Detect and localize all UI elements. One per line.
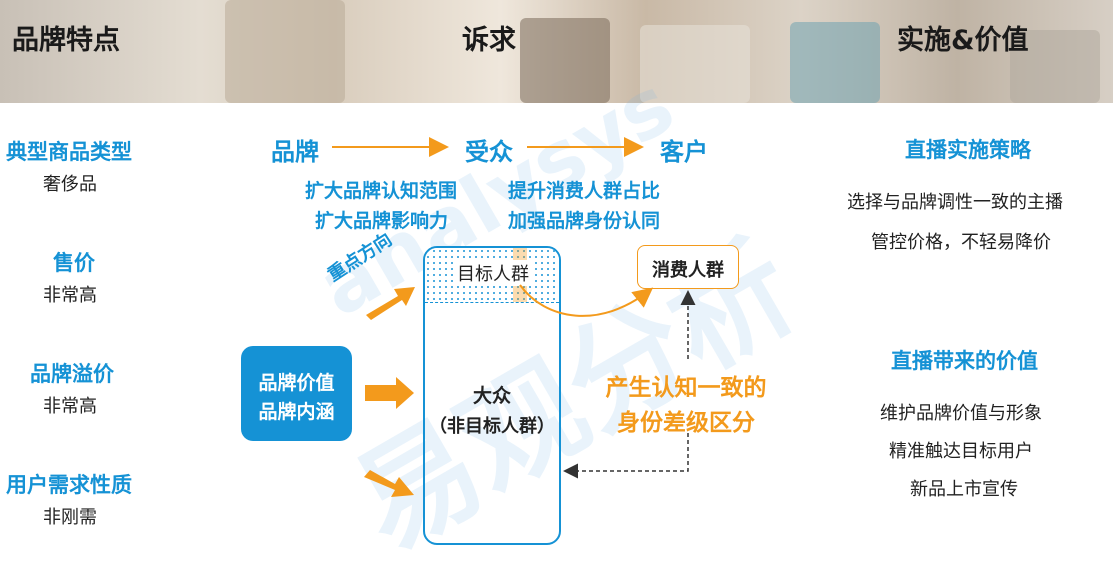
left-value-4: 非刚需 <box>43 507 97 528</box>
header-banner: 品牌特点 诉求 实施&价值 <box>0 0 1113 103</box>
header-col2: 诉求 <box>462 25 516 56</box>
mass-line-2: （非目标人群） <box>429 416 555 437</box>
strategy-line-2: 管控价格，不轻易降价 <box>871 232 1051 253</box>
left-title-2: 售价 <box>53 251 95 275</box>
handbag-decor <box>640 25 750 103</box>
brand-value-box: 品牌价值 品牌内涵 <box>241 346 352 441</box>
left-title-1: 典型商品类型 <box>6 140 132 164</box>
value-title: 直播带来的价值 <box>891 349 1038 373</box>
identity-line-2: 身份差级区分 <box>617 410 755 436</box>
brand-value-line-1: 品牌价值 <box>258 372 335 394</box>
left-value-1: 奢侈品 <box>43 174 97 195</box>
strategy-title: 直播实施策略 <box>905 138 1031 162</box>
identity-line-1: 产生认知一致的 <box>605 375 767 401</box>
value-arrow <box>365 377 414 409</box>
left-title-3: 品牌溢价 <box>30 362 114 386</box>
target-group-label: 目标人群 <box>455 260 531 286</box>
mass-arrow <box>364 470 414 497</box>
left-title-4: 用户需求性质 <box>6 473 132 497</box>
audience-line-2: 加强品牌身份认同 <box>508 210 661 232</box>
value-item-2: 精准触达目标用户 <box>889 441 1033 462</box>
flow-customer: 客户 <box>660 138 708 166</box>
handbag-decor <box>1010 30 1100 103</box>
left-value-2: 非常高 <box>43 285 97 306</box>
shelf-decor <box>225 0 345 103</box>
connector-layer <box>332 137 696 497</box>
handbag-decor <box>790 22 880 103</box>
strategy-line-1: 选择与品牌调性一致的主播 <box>847 192 1063 213</box>
mass-line-1: 大众 <box>472 385 511 407</box>
value-item-1: 维护品牌价值与形象 <box>880 403 1042 424</box>
target-to-consumer-arrow <box>519 284 654 317</box>
brand-line-2: 扩大品牌影响力 <box>315 210 449 232</box>
focus-arrow <box>366 287 415 320</box>
header-col3: 实施&价值 <box>897 25 1029 56</box>
consumer-label: 消费人群 <box>652 260 724 281</box>
brand-value-line-2: 品牌内涵 <box>258 401 335 423</box>
left-value-3: 非常高 <box>43 396 97 417</box>
audience-line-1: 提升消费人群占比 <box>508 180 661 202</box>
flow-audience: 受众 <box>465 138 513 166</box>
header-col1: 品牌特点 <box>12 25 120 56</box>
handbag-decor <box>520 18 610 103</box>
consumer-box: 消费人群 <box>637 245 739 289</box>
flow-brand: 品牌 <box>271 138 319 166</box>
dashed-return-arrow <box>563 433 689 479</box>
value-item-3: 新品上市宣传 <box>910 479 1018 500</box>
brand-line-1: 扩大品牌认知范围 <box>305 180 458 202</box>
